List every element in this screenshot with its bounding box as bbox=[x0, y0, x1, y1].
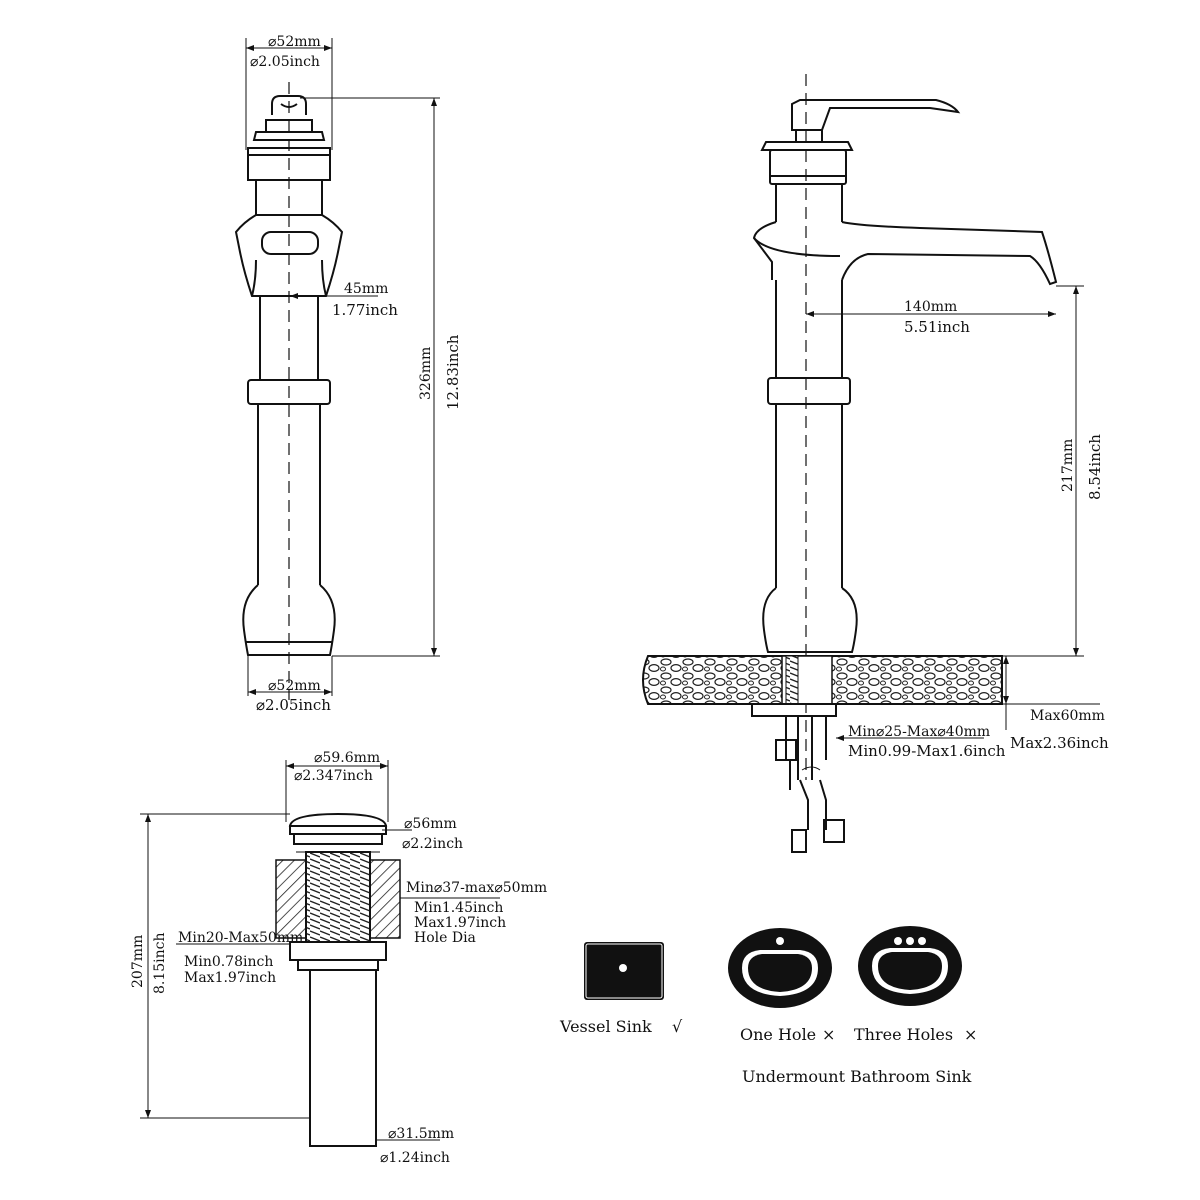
side-reach-mm: 140mm bbox=[904, 299, 957, 315]
drain-pipe-dia-mm: ⌀31.5mm bbox=[388, 1126, 454, 1142]
drain-view: ⌀59.6mm ⌀2.347inch ⌀56mm ⌀2.2inch Min⌀37… bbox=[130, 750, 547, 1166]
drain-hole-min-inch: Min1.45inch bbox=[414, 900, 503, 916]
front-base-dia-mm: ⌀52mm bbox=[268, 678, 321, 694]
drain-thickness-mm: Min20-Max50mm bbox=[178, 930, 303, 946]
drain-hole-label: Hole Dia bbox=[414, 930, 476, 946]
front-height-inch: 12.83inch bbox=[444, 334, 462, 410]
drain-flange-dia-mm: ⌀56mm bbox=[404, 816, 457, 832]
side-deck-max-mm: Max60mm bbox=[1030, 708, 1105, 724]
front-top-dia-mm: ⌀52mm bbox=[268, 34, 321, 50]
side-reach-inch: 5.51inch bbox=[904, 318, 970, 336]
one-hole-mark: × bbox=[822, 1025, 835, 1044]
drain-cap-dia-mm: ⌀59.6mm bbox=[314, 750, 380, 766]
sink-types: Vessel Sink √ One Hole × Three Holes × U… bbox=[559, 926, 977, 1086]
front-height-mm: 326mm bbox=[418, 347, 434, 400]
front-top-dia-inch: ⌀2.05inch bbox=[250, 54, 320, 70]
side-spout-height-mm: 217mm bbox=[1060, 439, 1076, 492]
drain-height-inch: 8.15inch bbox=[152, 932, 168, 994]
drain-hole-range-mm: Min⌀37-max⌀50mm bbox=[406, 880, 547, 896]
drain-hole-max-inch: Max1.97inch bbox=[414, 915, 506, 931]
drain-thickness-max-inch: Max1.97inch bbox=[184, 970, 276, 986]
drain-height-mm: 207mm bbox=[130, 935, 146, 988]
vessel-sink-label: Vessel Sink bbox=[559, 1017, 652, 1036]
front-view: ⌀52mm ⌀2.05inch 45mm 1.77inch 326mm bbox=[234, 34, 462, 714]
front-base-dia-inch: ⌀2.05inch bbox=[256, 696, 331, 714]
one-hole-sink-icon bbox=[728, 928, 832, 1008]
side-hole-inch: Min0.99-Max1.6inch bbox=[848, 742, 1006, 760]
undermount-sink-label: Undermount Bathroom Sink bbox=[742, 1067, 972, 1086]
front-handle-mm: 45mm bbox=[344, 281, 388, 297]
side-hole-mm: Min⌀25-Max⌀40mm bbox=[848, 724, 990, 740]
one-hole-label: One Hole bbox=[740, 1025, 816, 1044]
vessel-sink-icon bbox=[584, 942, 664, 1000]
drain-pipe-dia-inch: ⌀1.24inch bbox=[380, 1150, 450, 1166]
side-spout-height-inch: 8.54inch bbox=[1086, 434, 1104, 500]
three-holes-mark: × bbox=[964, 1025, 977, 1044]
side-deck-max-inch: Max2.36inch bbox=[1010, 734, 1109, 752]
vessel-sink-check: √ bbox=[672, 1017, 683, 1036]
three-holes-label: Three Holes bbox=[854, 1025, 953, 1044]
three-holes-sink-icon bbox=[858, 926, 962, 1006]
side-view: 140mm 5.51inch 217mm 8.54inch Max60mm Ma… bbox=[642, 74, 1109, 853]
drain-cap-dia-inch: ⌀2.347inch bbox=[294, 768, 373, 784]
front-handle-inch: 1.77inch bbox=[332, 301, 398, 319]
drain-thickness-min-inch: Min0.78inch bbox=[184, 954, 273, 970]
drain-flange-dia-inch: ⌀2.2inch bbox=[402, 836, 463, 852]
